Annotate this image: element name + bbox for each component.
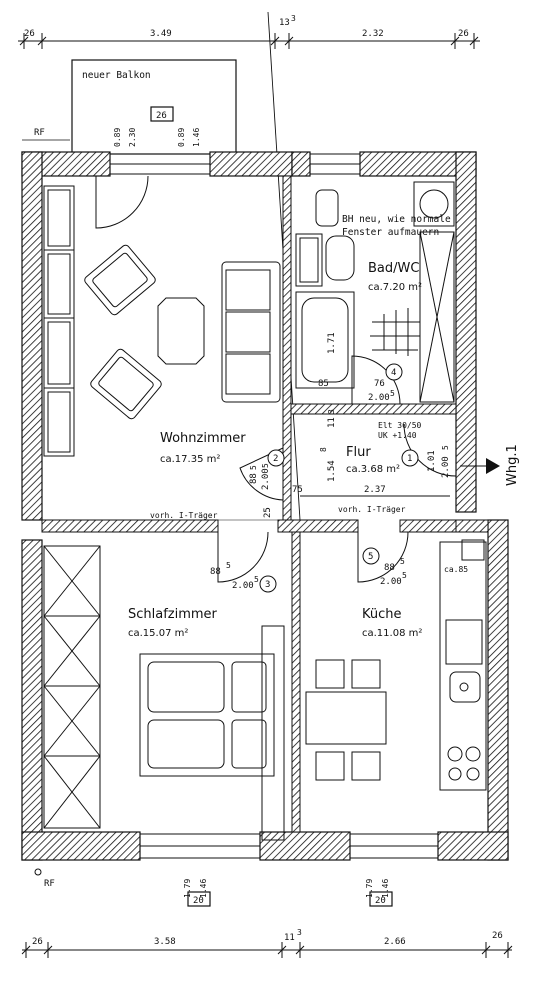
dim-top-4: 2.32 bbox=[362, 29, 384, 39]
dim-door5-1: 88 bbox=[384, 563, 395, 573]
dim-bottom-3: 11 bbox=[284, 933, 295, 943]
kitchen-counter-label: ca.85 bbox=[444, 565, 468, 574]
dim-door3-2-sup: 5 bbox=[254, 575, 259, 584]
dim-flur-4: 2.37 bbox=[364, 485, 386, 495]
wohnzimmer-name: Wohnzimmer bbox=[160, 431, 246, 446]
dim-flur-5: 11 bbox=[327, 417, 337, 428]
dim-bottom-win-3: 1.79 bbox=[365, 879, 374, 898]
dim-balcony-4: 1.46 bbox=[192, 128, 201, 147]
kueche-furniture bbox=[305, 531, 487, 791]
dim-flur-9: 2.00 bbox=[261, 468, 271, 490]
dim-flur-1-sup: 8 bbox=[319, 447, 328, 452]
dim-bottom-3-sup: 3 bbox=[297, 928, 302, 937]
balcony-badge: 26 bbox=[156, 111, 167, 121]
elt-note-2: UK +1.40 bbox=[378, 431, 417, 440]
dim-flur-9-sup: 5 bbox=[261, 463, 270, 468]
dim-door5-2: 2.00 bbox=[380, 577, 402, 587]
dim-top-3: 13 bbox=[279, 18, 290, 28]
dim-flur-3: 2.00 bbox=[441, 456, 451, 478]
dim-bottom-win-2: 1.46 bbox=[199, 879, 208, 898]
schlafzimmer-area: ca.15.07 m² bbox=[128, 628, 188, 639]
balcony-label: neuer Balkon bbox=[82, 70, 151, 81]
dim-balcony-3: 0.89 bbox=[177, 128, 186, 147]
schlafzimmer-furniture bbox=[43, 531, 285, 841]
dim-door3-2: 2.00 bbox=[232, 581, 254, 591]
dim-balcony-1: 0.89 bbox=[113, 128, 122, 147]
windows bbox=[109, 153, 439, 859]
bad-area: ca.7.20 m² bbox=[368, 282, 422, 293]
kueche-area: ca.11.08 m² bbox=[362, 628, 422, 639]
bottom-badge-left-box bbox=[187, 891, 211, 907]
dim-door5-1-sup: 5 bbox=[400, 557, 405, 566]
dim-bad-2: 85 bbox=[318, 379, 329, 389]
wohnzimmer-area: ca.17.35 m² bbox=[160, 454, 220, 465]
flur-area: ca.3.68 m² bbox=[346, 464, 400, 475]
bottom-badge-right: 20 bbox=[375, 896, 386, 906]
schlafzimmer-name: Schlafzimmer bbox=[128, 607, 218, 622]
rf-top-label: RF bbox=[34, 128, 45, 138]
dim-bad-4-sup: 5 bbox=[390, 389, 395, 398]
top-dimension-line bbox=[18, 33, 480, 49]
dim-flur-3-sup: 5 bbox=[441, 445, 450, 450]
dim-bad-3: 76 bbox=[374, 379, 385, 389]
dim-flur-5-sup: 3 bbox=[327, 409, 336, 414]
lintel-note-1: vorh. I-Träger bbox=[150, 511, 218, 520]
dim-door3-1: 88 bbox=[210, 567, 221, 577]
dim-door3-1-sup: 5 bbox=[226, 561, 231, 570]
dim-bottom-5: 26 bbox=[492, 931, 503, 941]
dim-bottom-2: 3.58 bbox=[154, 937, 176, 947]
bottom-dimension-line bbox=[21, 942, 513, 958]
bad-fixtures bbox=[295, 181, 455, 405]
rf-bottom-label: RF bbox=[44, 879, 55, 889]
dim-bad-1: 1.71 bbox=[327, 332, 337, 354]
door-number-4: 4 bbox=[391, 368, 396, 378]
entry-label: Whg.1 bbox=[505, 444, 520, 486]
dim-flur-2: 1.01 bbox=[427, 450, 437, 472]
dim-bottom-1: 26 bbox=[32, 937, 43, 947]
bad-name: Bad/WC bbox=[368, 261, 419, 276]
dim-flur-6: 75 bbox=[292, 485, 303, 495]
elt-note-1: Elt 30/50 bbox=[378, 421, 422, 430]
dim-flur-7: 25 bbox=[263, 507, 273, 518]
dim-bottom-win-4: 1.46 bbox=[381, 879, 390, 898]
door-number-3: 3 bbox=[265, 580, 270, 590]
dim-bottom-win-1: 1.79 bbox=[183, 879, 192, 898]
dim-top-5: 26 bbox=[458, 29, 469, 39]
dim-top-2: 3.49 bbox=[150, 29, 172, 39]
dim-bad-4: 2.00 bbox=[368, 393, 390, 403]
flur-name: Flur bbox=[346, 445, 371, 460]
dim-bottom-4: 2.66 bbox=[384, 937, 406, 947]
dim-door5-2-sup: 5 bbox=[402, 571, 407, 580]
balcony-badge-box bbox=[150, 106, 174, 122]
door-markers bbox=[259, 363, 419, 593]
interior-walls bbox=[41, 175, 489, 833]
entry-marker bbox=[460, 458, 500, 474]
dim-flur-8: 88 bbox=[249, 473, 259, 484]
bottom-badge-left: 20 bbox=[193, 896, 204, 906]
door-number-5: 5 bbox=[368, 552, 373, 562]
dim-flur-1: 1.54 bbox=[327, 460, 337, 482]
dim-flur-8-sup: 5 bbox=[249, 465, 258, 470]
dim-top-3-sup: 3 bbox=[291, 14, 296, 23]
bottom-badge-right-box bbox=[369, 891, 393, 907]
dim-balcony-2: 2.30 bbox=[128, 128, 137, 147]
dim-top-1: 26 bbox=[24, 29, 35, 39]
wohnzimmer-furniture bbox=[43, 175, 281, 457]
door-number-2: 2 bbox=[273, 454, 278, 464]
door-number-1: 1 bbox=[407, 454, 412, 464]
bad-note-2: Fenster aufmauern bbox=[342, 227, 439, 238]
outer-walls bbox=[21, 151, 509, 861]
lintel-note-2: vorh. I-Träger bbox=[338, 505, 406, 514]
bad-note-1: BH neu, wie normale bbox=[342, 214, 451, 225]
kueche-name: Küche bbox=[362, 607, 402, 622]
rf-bottom-marker bbox=[34, 868, 42, 876]
flur-elements bbox=[239, 423, 457, 501]
